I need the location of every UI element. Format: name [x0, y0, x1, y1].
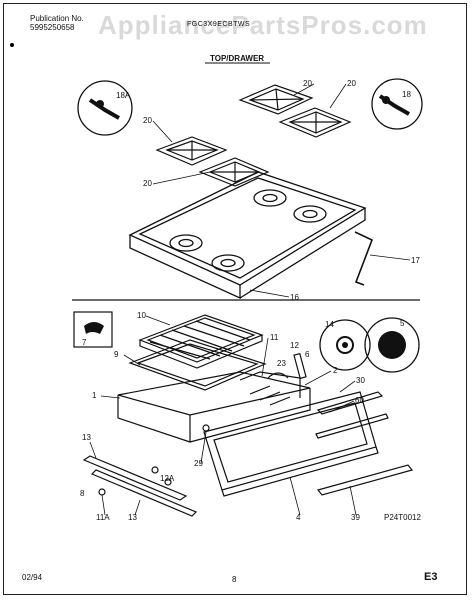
callout-12A: 12A [160, 474, 175, 483]
inset-5 [364, 317, 420, 373]
support-rod [354, 231, 374, 286]
callout-13-top: 13 [82, 433, 91, 442]
callout-12: 12 [290, 341, 299, 350]
publication-label: Publication No. [30, 14, 84, 23]
callout-18A: 18A [116, 91, 131, 100]
watermark-text: AppliancePartsPros.com [98, 10, 428, 40]
callout-39: 39 [351, 513, 360, 522]
model-number: FGC3X9ECBTWS [187, 21, 251, 28]
grates-upper [238, 84, 352, 138]
drawer-front [203, 391, 379, 497]
footer-page-number: 8 [232, 575, 237, 584]
callout-9: 9 [114, 350, 119, 359]
callout-11A: 11A [96, 513, 110, 522]
callout-20-c: 20 [143, 116, 152, 125]
cooktop [128, 171, 367, 300]
callout-30: 30 [356, 376, 365, 385]
callout-1: 1 [92, 391, 97, 400]
callout-29: 29 [194, 459, 203, 468]
page-frame [3, 3, 467, 595]
drawer-body [117, 371, 311, 443]
callout-14: 14 [325, 320, 334, 329]
broiler-tray [128, 339, 267, 391]
callout-13-bottom: 13 [128, 513, 137, 522]
drawing-code: P24T0012 [384, 513, 421, 522]
inset-7 [73, 311, 113, 348]
callout-18: 18 [402, 90, 411, 99]
callout-8: 8 [80, 489, 85, 498]
margin-dot [10, 43, 14, 47]
callout-11: 11 [270, 333, 279, 342]
section-title: TOP/DRAWER [210, 54, 265, 63]
trim-strips [315, 391, 414, 496]
callout-4: 4 [296, 513, 301, 522]
callout-10: 10 [137, 311, 146, 320]
inset-18A [77, 80, 133, 136]
callout-20-d: 20 [143, 179, 152, 188]
callout-7: 7 [82, 338, 87, 347]
callout-60: 60 [355, 396, 364, 405]
callout-23: 23 [277, 359, 286, 368]
callout-17: 17 [411, 256, 420, 265]
misc-drawer-parts [202, 352, 307, 432]
drawer-rails [82, 455, 198, 517]
callout-20-b: 20 [347, 79, 356, 88]
broiler-pan [138, 314, 264, 369]
callout-5: 5 [400, 319, 405, 328]
leader-lines [89, 83, 411, 516]
callout-16: 16 [290, 293, 299, 302]
inset-14 [319, 319, 371, 371]
callout-20-a: 20 [303, 79, 312, 88]
publication-number: 5995250658 [30, 23, 75, 32]
callout-2: 2 [333, 366, 338, 375]
grates-lower [155, 136, 270, 187]
footer-code: E3 [424, 571, 438, 583]
inset-18 [371, 78, 423, 130]
footer-date: 02/94 [22, 573, 43, 582]
callout-6: 6 [305, 350, 310, 359]
